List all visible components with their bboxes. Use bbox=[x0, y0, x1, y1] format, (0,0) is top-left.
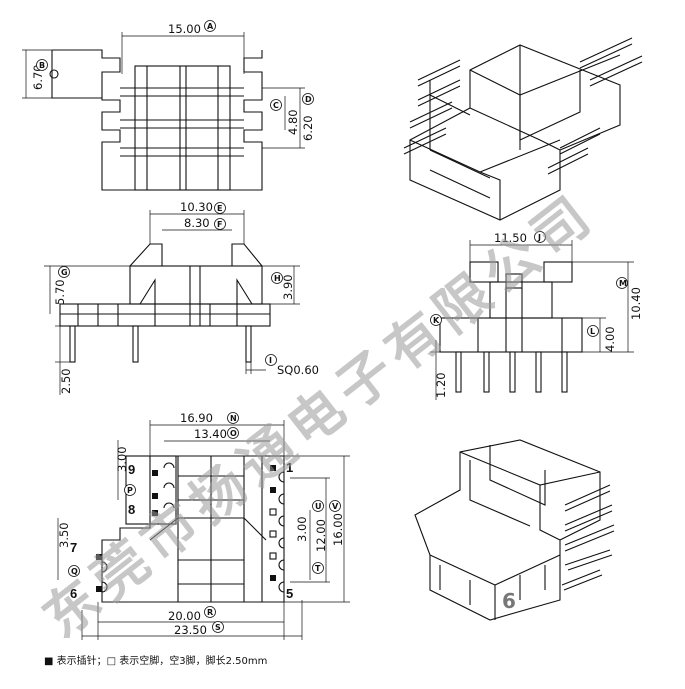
dim-G-value: 5.70 bbox=[53, 279, 67, 305]
dim-O-value: 13.40 bbox=[194, 427, 227, 441]
dim-L-value: 4.00 bbox=[603, 326, 617, 352]
front-view: 11.50 J 1.20 K 4.00 L 10.40 M bbox=[430, 231, 643, 400]
dim-C-value: 4.80 bbox=[286, 109, 300, 135]
label-M: M bbox=[619, 279, 627, 288]
label-U: U bbox=[315, 502, 322, 511]
dim-pinlen-value: 2.50 bbox=[59, 368, 73, 394]
dim-K-value: 1.20 bbox=[434, 372, 448, 398]
pin-1-label: 1 bbox=[286, 460, 293, 475]
dim-D-value: 6.20 bbox=[301, 115, 315, 141]
label-V: V bbox=[332, 502, 339, 511]
dim-R-value: 20.00 bbox=[168, 609, 201, 623]
label-B: B bbox=[39, 61, 45, 70]
label-S: S bbox=[215, 623, 221, 632]
label-T: T bbox=[315, 564, 321, 573]
label-P: P bbox=[127, 486, 133, 495]
label-O: O bbox=[230, 429, 237, 438]
dim-M-value: 10.40 bbox=[629, 287, 643, 320]
dim-P-value: 3.00 bbox=[115, 446, 129, 472]
dim-A-value: 15.00 bbox=[168, 22, 201, 36]
label-I: I bbox=[269, 356, 272, 365]
label-N: N bbox=[230, 414, 237, 423]
top-view: 15.00 A 6.70 B 4.80 6.20 C D bbox=[22, 20, 315, 191]
dim-U-value: 12.00 bbox=[314, 519, 328, 552]
dim-H-value: 3.90 bbox=[281, 274, 295, 300]
pin-8-label: 8 bbox=[128, 502, 135, 517]
iso-view-top bbox=[403, 37, 643, 221]
dim-E-value: 10.30 bbox=[180, 200, 213, 214]
label-L: L bbox=[590, 327, 595, 336]
label-J: J bbox=[537, 233, 541, 242]
label-F: F bbox=[217, 220, 222, 229]
dim-V-value: 16.00 bbox=[331, 513, 345, 546]
label-K: K bbox=[433, 316, 440, 325]
dim-N-value: 16.90 bbox=[180, 411, 213, 425]
label-D: D bbox=[305, 95, 312, 104]
dim-J-value: 11.50 bbox=[494, 231, 527, 245]
pin-6-label: 6 bbox=[70, 586, 77, 601]
pin-5-label: 5 bbox=[286, 586, 293, 601]
iso-view-bottom: 6 bbox=[414, 439, 615, 621]
dim-I-value: SQ0.60 bbox=[277, 363, 319, 377]
dim-T-value: 3.00 bbox=[295, 516, 309, 542]
side-view: 10.30 8.30 E F 5.70 G 3.90 H 2.50 I SQ0.… bbox=[44, 200, 319, 395]
dim-Q-value: 3.50 bbox=[57, 522, 71, 548]
label-Q: Q bbox=[71, 567, 78, 576]
pin-7-label: 7 bbox=[70, 540, 77, 555]
legend-note: ■ 表示插针；□ 表示空脚，空3脚，脚长2.50mm bbox=[44, 654, 267, 667]
label-G: G bbox=[61, 268, 68, 277]
label-A: A bbox=[207, 22, 214, 31]
dim-S-value: 23.50 bbox=[174, 623, 207, 637]
label-C: C bbox=[273, 101, 279, 110]
page-number: 6 bbox=[502, 589, 516, 613]
label-E: E bbox=[217, 204, 222, 213]
dim-F-value: 8.30 bbox=[184, 216, 210, 230]
bottom-view: 1 5 6 7 8 9 16.90 13.40 N O 3.00 P 3.50 … bbox=[57, 411, 350, 640]
pin-9-label: 9 bbox=[128, 462, 135, 477]
watermark: 东 莞 市 扬 通 电 子 有 限 公 司 bbox=[31, 186, 601, 651]
label-H: H bbox=[274, 274, 281, 283]
label-R: R bbox=[207, 608, 213, 617]
